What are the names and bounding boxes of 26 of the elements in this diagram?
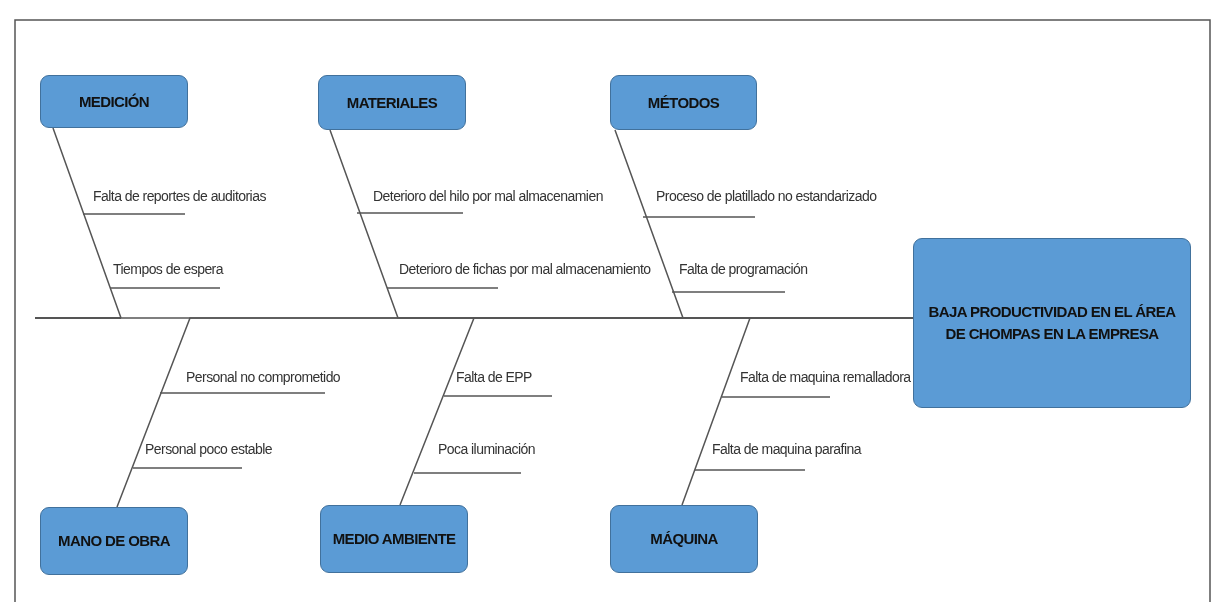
category-box — [40, 75, 188, 128]
category-label: MANO DE OBRA — [58, 531, 170, 552]
cause-label: Falta de maquina parafina — [712, 440, 861, 458]
effect-box — [913, 238, 1191, 408]
cause-label: Poca iluminación — [438, 440, 536, 458]
cause-label: Personal poco estable — [145, 440, 272, 458]
category-box — [610, 75, 757, 130]
category-label: MEDICIÓN — [78, 91, 150, 112]
category-label: MÉTODOS — [647, 92, 720, 113]
cause-label: Falta de EPP — [456, 368, 532, 386]
category-box — [610, 505, 758, 573]
cause-label: Falta de reportes de auditorias — [93, 187, 266, 205]
cause-label: Deterioro de fichas por mal almacenamiento — [399, 260, 651, 278]
category-box — [40, 507, 188, 575]
cause-label: Personal no comprometido — [186, 368, 341, 386]
cause-label: Proceso de platillado no estandarizado — [656, 187, 877, 205]
cause-label: Falta de programación — [679, 260, 808, 278]
category-label: MEDIO AMBIENTE — [332, 529, 456, 550]
category-label: MATERIALES — [346, 92, 438, 113]
effect-label: BAJA PRODUCTIVIDAD EN EL ÁREA DE CHOMPAS EN LA EMPRESA — [927, 302, 1177, 344]
category-box — [320, 505, 468, 573]
category-box — [318, 75, 466, 130]
category-label: MÁQUINA — [650, 529, 718, 550]
cause-label: Falta de maquina remalladora — [740, 368, 911, 386]
cause-label: Deterioro del hilo por mal almacenamien — [373, 187, 603, 205]
cause-label: Tiempos de espera — [113, 260, 223, 278]
